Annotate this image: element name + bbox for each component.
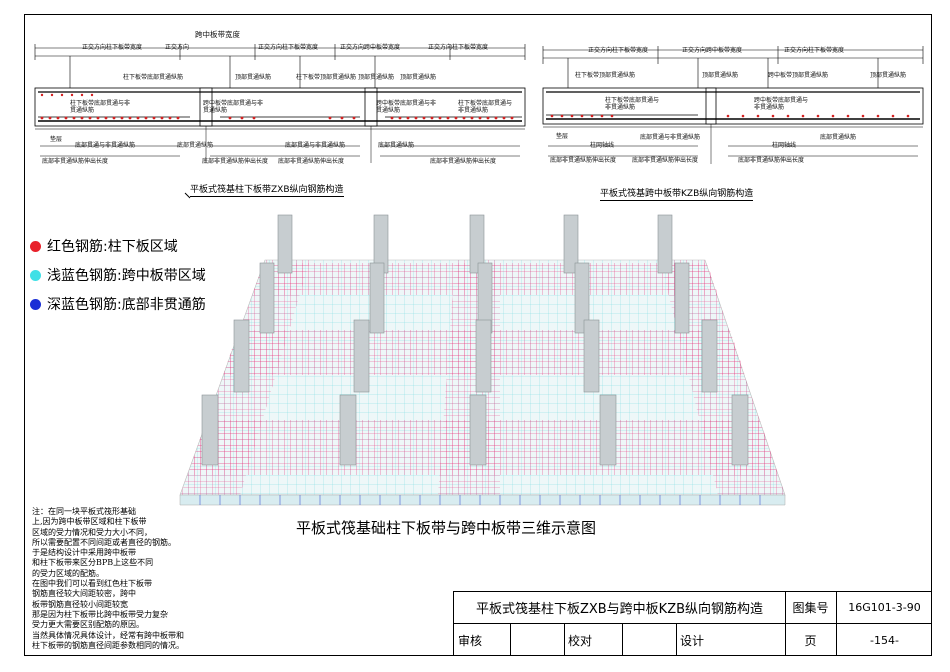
- drawing-title: 平板式筏基柱下板ZXB与跨中板KZB纵向钢筋构造: [475, 602, 764, 617]
- left-dim-4: 正交方向跨中板带宽度: [340, 44, 401, 51]
- page-label: 页: [804, 633, 817, 648]
- right-label-4: 顶部贯通纵筋: [870, 72, 907, 79]
- left-bottom-3: 底部贯通纵筋: [177, 142, 214, 149]
- drawing-frame: [24, 14, 932, 656]
- right-length-1: 底部非贯通纵筋伸出长度: [550, 157, 617, 164]
- left-bottom-1: 垫层: [50, 136, 63, 143]
- right-length-3: 底部非贯通纵筋伸出长度: [738, 157, 805, 164]
- legend-red-text: 红色钢筋:柱下板区域: [47, 239, 178, 255]
- right-label-2: 顶部贯通纵筋: [702, 72, 739, 79]
- check-label: 校对: [568, 633, 593, 648]
- right-bottom-5: 底部贯通纵筋: [820, 134, 857, 141]
- title-block: 平板式筏基柱下板ZXB与跨中板KZB纵向钢筋构造 图集号 16G101-3-90…: [453, 591, 932, 656]
- right-bottom-2: 柱网轴线: [590, 142, 615, 149]
- legend-blue: 深蓝色钢筋:底部非贯通筋: [30, 294, 206, 314]
- legend-cyan-text: 浅蓝色钢筋:跨中板带区域: [47, 268, 206, 284]
- right-label-1: 柱下板带顶部贯通纵筋: [575, 72, 636, 79]
- left-bottom-4: 底部贯通与非贯通纵筋: [285, 142, 346, 149]
- page-number: -154-: [870, 633, 899, 647]
- red-dot-icon: [30, 240, 41, 252]
- left-section-drawing: [34, 44, 526, 199]
- left-label-1: 柱下板带底部贯通纵筋: [123, 74, 184, 81]
- left-inner-4: 柱下板带底部贯通与非贯通纵筋: [458, 100, 513, 114]
- left-length-4: 底部非贯通纵筋伸出长度: [430, 158, 497, 165]
- right-dim-3: 正交方向柱下板带宽度: [784, 47, 845, 54]
- left-length-3: 底部非贯通纵筋伸出长度: [278, 158, 345, 165]
- review-label: 审核: [458, 633, 483, 648]
- design-label: 设计: [680, 633, 705, 648]
- left-inner-2: 跨中板带底部贯通与非贯通纵筋: [203, 100, 264, 114]
- right-length-2: 底部非贯通纵筋伸出长度: [632, 157, 699, 164]
- left-label-2: 顶部贯通纵筋: [235, 74, 272, 81]
- left-inner-1: 柱下板带底部贯通与非贯通纵筋: [70, 100, 131, 114]
- caption-3d: 平板式筏基础柱下板带与跨中板带三维示意图: [296, 519, 597, 537]
- left-label-4: 顶部贯通纵筋: [358, 74, 395, 81]
- right-bottom-4: 柱网轴线: [772, 142, 797, 149]
- note-text: 注：在同一块平板式筏形基础 上,因为跨中板带区域和柱下板带 区域的受力情况和受力…: [32, 507, 184, 650]
- blue-dot-icon: [30, 298, 41, 310]
- left-label-5: 顶部贯通纵筋: [400, 74, 437, 81]
- left-dim-1: 正交方向柱下板带宽度: [82, 44, 143, 51]
- right-diagram-title: 平板式筏基跨中板带KZB纵向钢筋构造: [600, 186, 754, 201]
- left-dim-5: 正交方向柱下板带宽度: [428, 44, 489, 51]
- legend-cyan: 浅蓝色钢筋:跨中板带区域: [30, 265, 206, 285]
- right-dim-1: 正交方向柱下板带宽度: [588, 47, 649, 54]
- right-bottom-3: 底部贯通与非贯通纵筋: [640, 134, 701, 141]
- columns: [201, 214, 749, 466]
- right-inner-2: 跨中板带底部贯通与非贯通纵筋: [754, 97, 809, 111]
- left-label-3: 柱下板带顶部贯通纵筋: [296, 74, 357, 81]
- left-inner-3: 跨中板带底部贯通与非贯通纵筋: [376, 100, 437, 114]
- left-dim-2: 正交方向: [165, 44, 190, 51]
- left-diagram-title: 平板式筏基柱下板带ZXB纵向钢筋构造: [190, 182, 344, 197]
- left-length-1: 底部非贯通纵筋伸出长度: [42, 158, 109, 165]
- legend-blue-text: 深蓝色钢筋:底部非贯通筋: [47, 297, 206, 313]
- right-section-drawing: [542, 46, 924, 164]
- raft-3d-illustration: [179, 214, 786, 506]
- left-bottom-2: 底部贯通与非贯通纵筋: [75, 142, 136, 149]
- mid-strip-width-label: 跨中板带宽度: [195, 30, 240, 39]
- atlas-number: 16G101-3-90: [848, 601, 921, 614]
- left-dim-3: 正交方向柱下板带宽度: [258, 44, 319, 51]
- right-bottom-1: 垫层: [556, 133, 569, 140]
- cyan-dot-icon: [30, 269, 41, 281]
- right-dim-2: 正交方向跨中板带宽度: [682, 47, 743, 54]
- atlas-label: 图集号: [792, 601, 829, 615]
- left-bottom-5: 底部贯通纵筋: [378, 142, 415, 149]
- right-inner-1: 柱下板带底部贯通与非贯通纵筋: [605, 97, 660, 111]
- legend-red: 红色钢筋:柱下板区域: [30, 236, 178, 256]
- right-label-3: 跨中板带顶部贯通纵筋: [768, 72, 829, 79]
- left-length-2: 底部非贯通纵筋伸出长度: [202, 158, 269, 165]
